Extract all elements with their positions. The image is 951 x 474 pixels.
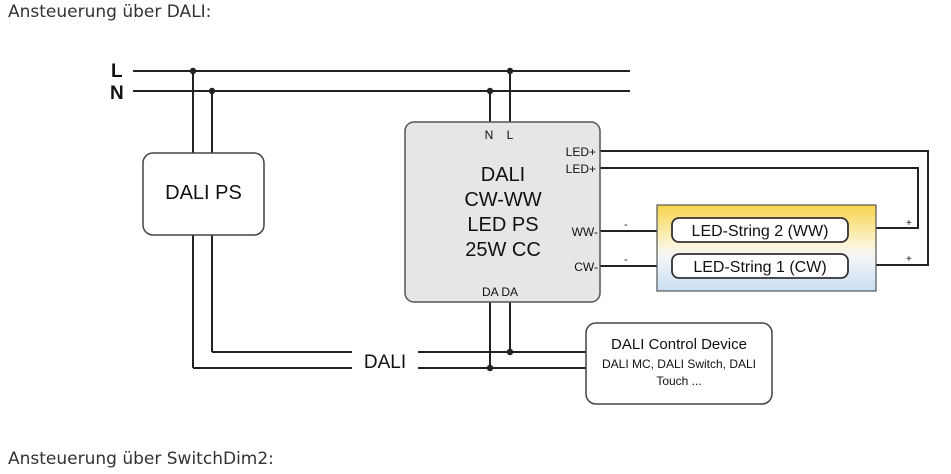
led-plus-2-wire [600, 167, 919, 229]
driver-title-line3: LED PS [467, 214, 538, 236]
driver-title-line2: CW-WW [464, 189, 541, 211]
junction-dot [506, 67, 514, 75]
wires [133, 70, 929, 369]
junction-dot [486, 87, 494, 95]
cw-plus-sign: + [906, 254, 912, 265]
dali-ps-box [142, 152, 265, 236]
driver-led-plus-1: LED+ [566, 145, 596, 159]
led-string-cw-box [671, 253, 849, 279]
mains-n-label: N [110, 83, 124, 104]
ww-plus-sign: + [906, 218, 912, 229]
mains-l-label: L [111, 61, 123, 82]
driver-cw-terminal: CW- [574, 260, 598, 274]
driver-led-plus-2: LED+ [566, 162, 596, 176]
led-string-ww-label: LED-String 2 (WW) [692, 223, 829, 240]
junction-dot [506, 348, 514, 356]
driver-terminal-l: L [507, 128, 514, 142]
control-device-line1: DALI MC, DALI Switch, DALI [602, 357, 756, 371]
junction-dot [189, 67, 197, 75]
junction-dot [208, 87, 216, 95]
ww-minus-sign: - [624, 219, 628, 231]
control-device-line2: Touch ... [656, 374, 701, 388]
section-heading-dali: Ansteuerung über DALI: [8, 2, 212, 22]
driver-title-line4: 25W CC [465, 239, 541, 261]
junction-dot [486, 364, 494, 372]
control-device-title: DALI Control Device [611, 336, 747, 353]
driver-ww-terminal: WW- [572, 225, 598, 239]
led-string-ww-box [671, 217, 849, 243]
dali-ps-label: DALI PS [165, 182, 242, 204]
dali-bus-label: DALI [364, 352, 406, 373]
cw-minus-sign: - [624, 254, 628, 266]
driver-box [404, 121, 601, 303]
led-plus-1-wire [600, 150, 929, 266]
section-heading-switchdim: Ansteuerung über SwitchDim2: [8, 449, 274, 469]
driver-title-line1: DALI [481, 164, 525, 186]
control-device-box [585, 322, 773, 405]
junctions [189, 67, 514, 372]
driver-da-terminals: DA DA [482, 285, 518, 299]
led-string-cw-label: LED-String 1 (CW) [693, 259, 826, 276]
driver-terminal-n: N [485, 128, 494, 142]
